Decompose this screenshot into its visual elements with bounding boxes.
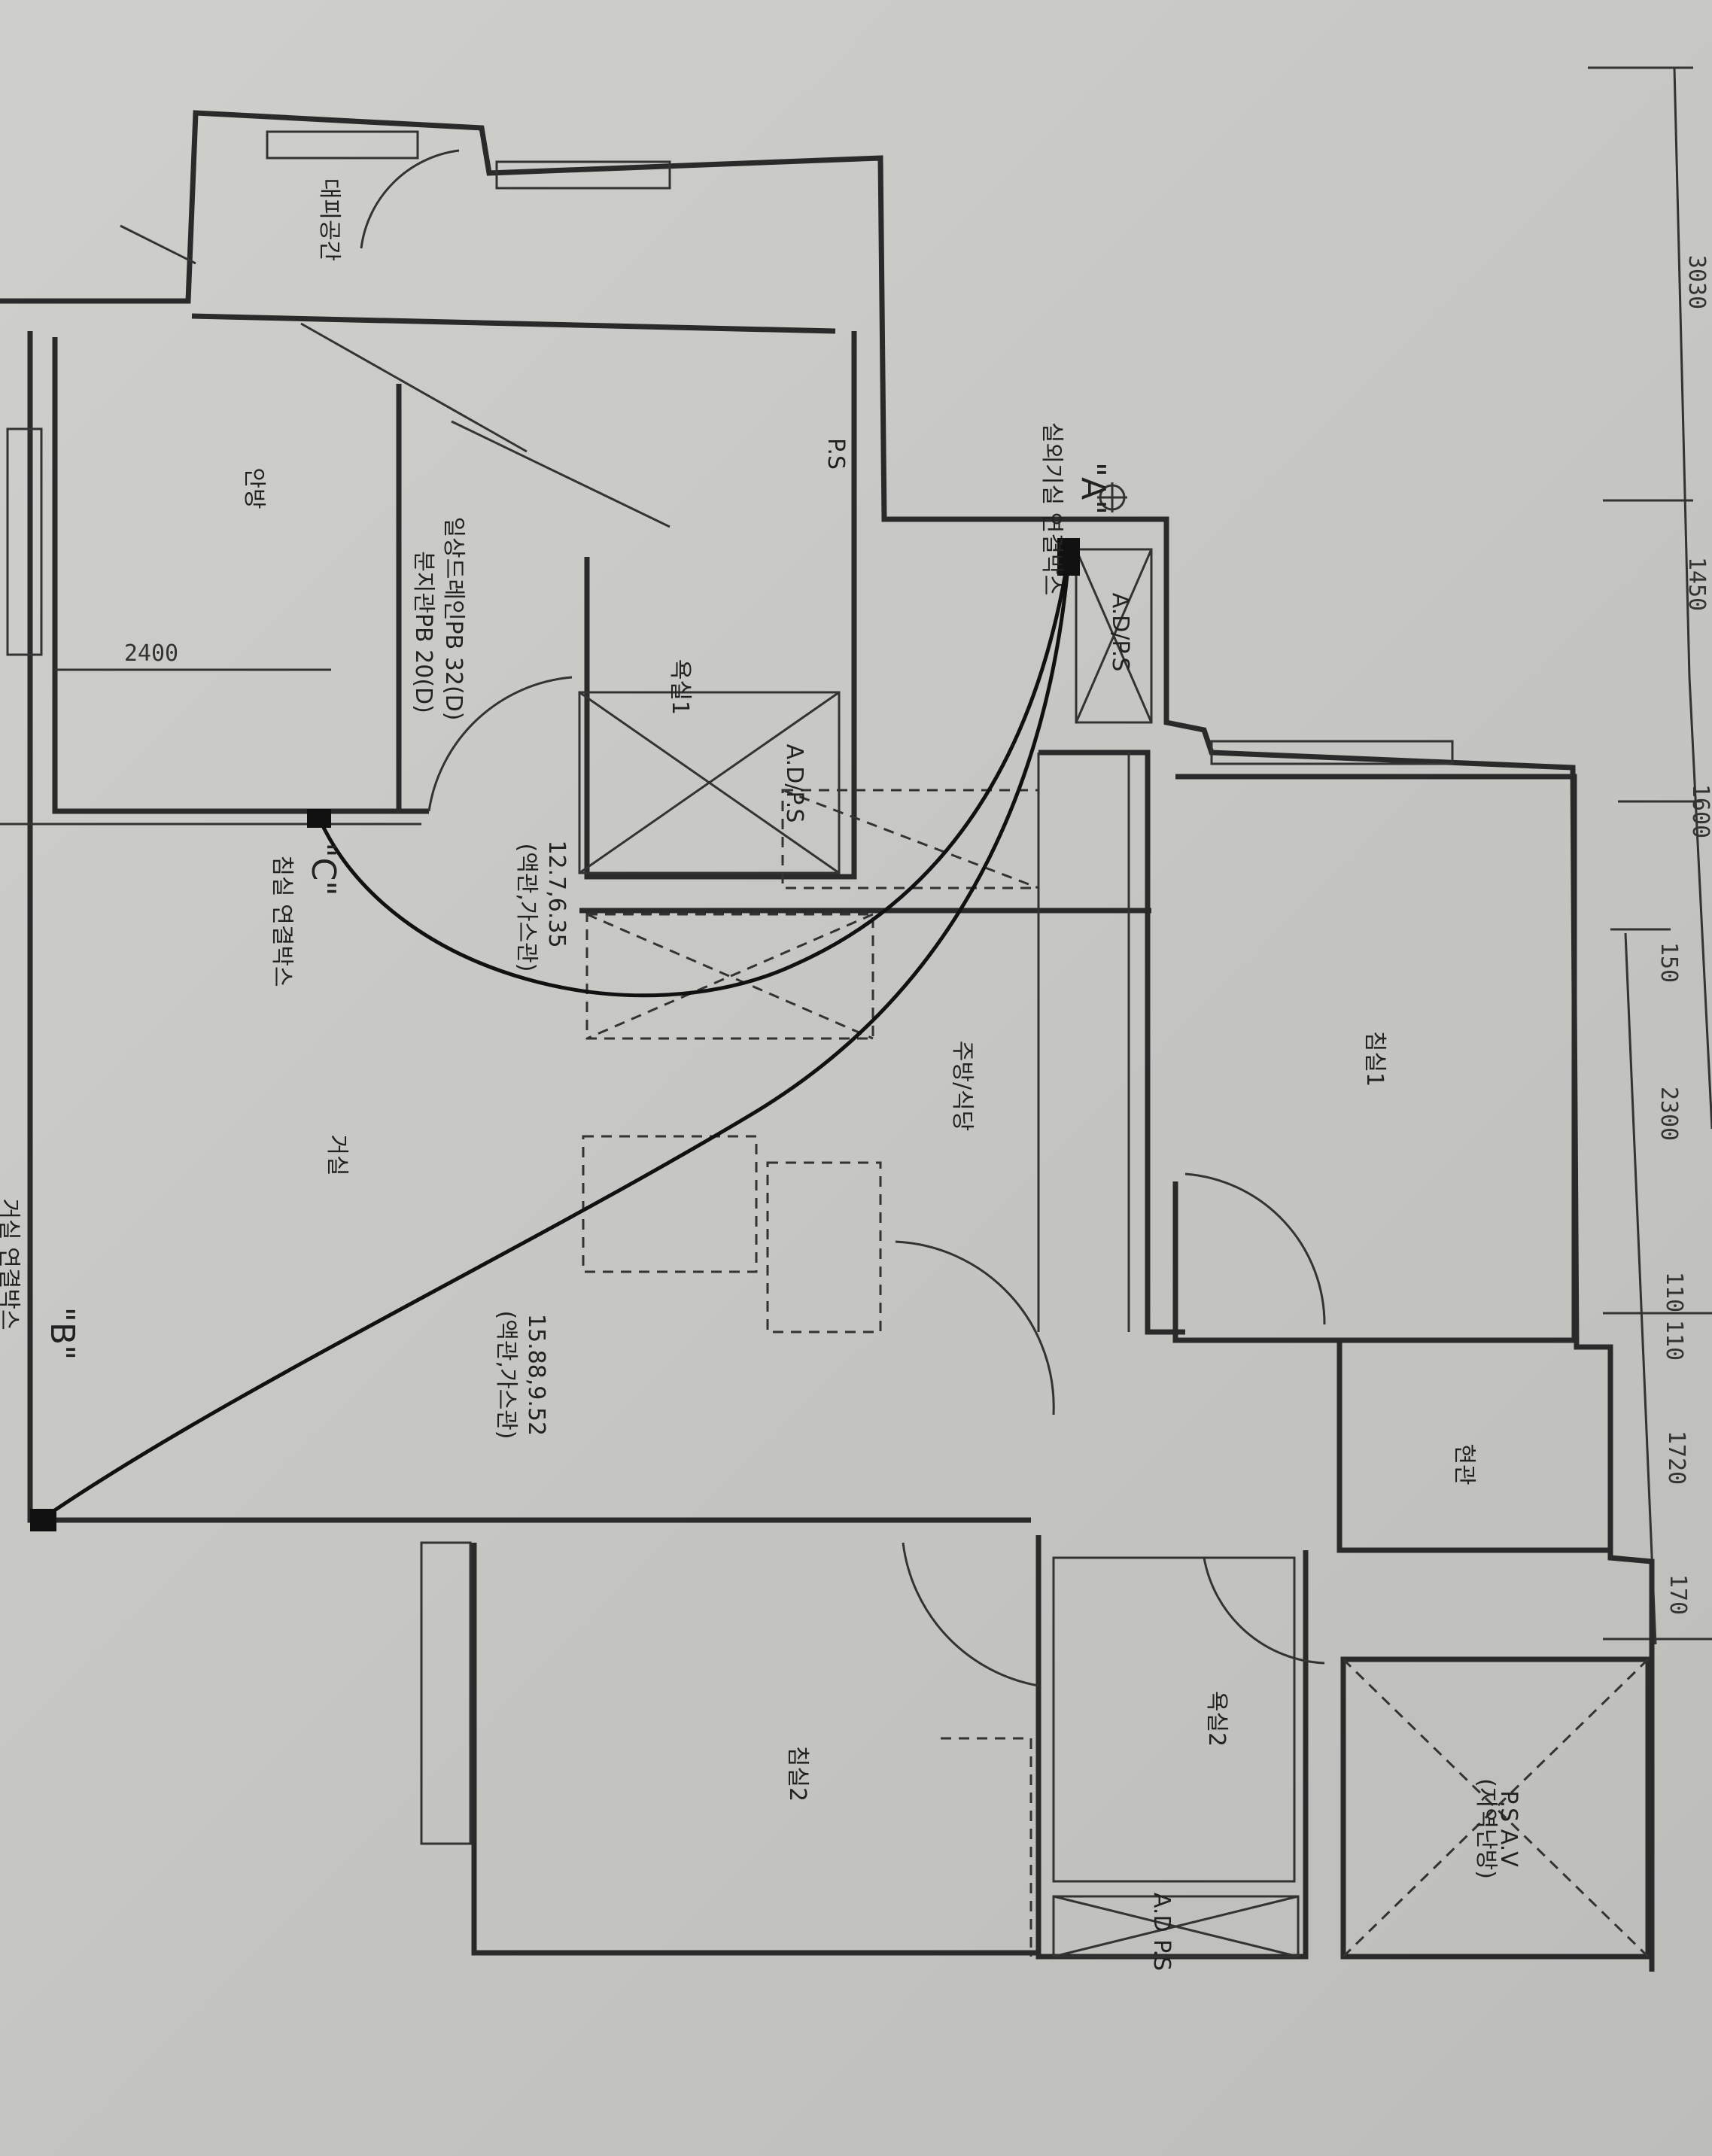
- dim-master-width: 2400: [124, 640, 178, 667]
- connection-box-a: [1057, 538, 1080, 576]
- shaft-ad-ps-bath2: A.D P.S: [1148, 1893, 1175, 1971]
- dim-right-6: 170: [1665, 1574, 1691, 1615]
- shaft-ps-bath1: P.S: [823, 438, 849, 470]
- shaft-ad-ps-outdoor: A.D/P.S: [1107, 593, 1133, 672]
- room-bathroom1: 욕실1: [667, 659, 693, 715]
- dim-right-4: 110: [1661, 1320, 1687, 1361]
- connection-box-b: [30, 1509, 56, 1531]
- dim-right-5: 1720: [1663, 1431, 1689, 1485]
- room-evacuation-space: 대피공간: [316, 178, 342, 261]
- walls: [0, 110, 1655, 1972]
- room-living: 거실: [324, 1134, 350, 1175]
- room-bedroom2: 침실2: [784, 1746, 810, 1802]
- marker-b: "B": [43, 1307, 81, 1361]
- note-pipe-c-type: (액관,가스관): [513, 844, 540, 972]
- room-master-bedroom: 안방: [241, 467, 267, 509]
- note-pipe-b-type: (액관,가스관): [493, 1311, 519, 1440]
- note-drain-branch: 분지관PB 20(D): [410, 551, 436, 713]
- label-living-box: 거실 연결박스: [0, 1198, 22, 1330]
- shaft-ps-av: P.S A.V: [1495, 1790, 1522, 1867]
- shaft-ad-ps-bath1: A.D/P.S: [781, 744, 807, 823]
- note-drain-main: 일상드레인PB 32(D): [440, 517, 467, 721]
- room-bathroom2: 욕실2: [1203, 1691, 1230, 1747]
- dim-right-2: 2300: [1656, 1087, 1682, 1141]
- refrigerant-pipes: [30, 482, 1127, 1531]
- dim-right-1: 150: [1656, 942, 1682, 983]
- shaft-ps-av-note: (지역난방): [1473, 1778, 1499, 1879]
- connection-labels: "A" 실외기실 연결박스 "B" 거실 연결박스 "C" 침실 연결박스: [0, 422, 1112, 1361]
- crosshair-icon: [1097, 482, 1127, 512]
- connection-box-c: [307, 809, 331, 828]
- room-entrance: 현관: [1451, 1443, 1477, 1485]
- dimension-labels: 3030 1450 1600 150 2300 110 110 1720 170…: [55, 255, 1712, 1615]
- pipe-a-to-b: [40, 549, 1072, 1522]
- room-kitchen-dining: 주방/식당: [949, 1041, 975, 1132]
- label-outdoor-box: 실외기실 연결박스: [1038, 422, 1065, 595]
- marker-c: "C": [304, 842, 342, 896]
- room-bedroom1: 침실1: [1361, 1031, 1388, 1087]
- note-pipe-b-size: 15.88,9.52: [523, 1314, 549, 1436]
- marker-a: "A": [1074, 462, 1112, 515]
- shaft-labels: A.D/P.S P.S A.D/P.S A.D P.S P.S A.V (지역난…: [781, 438, 1522, 1971]
- dim-top-3: 1600: [1687, 784, 1712, 838]
- label-bedroom-box: 침실 연결박스: [269, 855, 295, 987]
- dim-top-2: 1450: [1683, 557, 1710, 611]
- dim-top-1: 3030: [1683, 255, 1710, 309]
- dim-right-3: 110: [1661, 1272, 1687, 1312]
- pipe-a-to-c: [317, 549, 1072, 998]
- pipe-notes: 일상드레인PB 32(D) 분지관PB 20(D) 12.7,6.35 (액관,…: [410, 517, 570, 1440]
- note-pipe-c-size: 12.7,6.35: [543, 840, 570, 947]
- room-labels: 대피공간 안방 욕실1 주방/식당 거실 침실1 현관 욕실2 침실2: [241, 178, 1477, 1802]
- dimension-lines: [1588, 66, 1712, 1645]
